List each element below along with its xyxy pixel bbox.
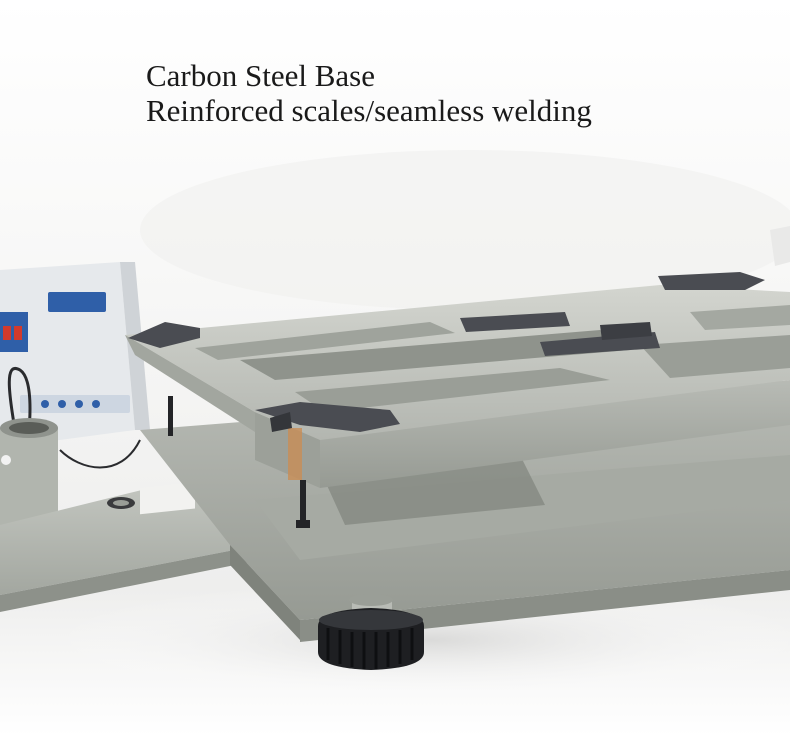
cable (59, 439, 141, 469)
pad (128, 322, 200, 348)
base-arm (0, 476, 260, 612)
pad (540, 332, 660, 356)
caption-title: Carbon Steel Base (146, 58, 376, 93)
feature-caption: Carbon Steel Base Reinforced scales/seam… (146, 58, 592, 128)
caption-subtitle: Reinforced scales/seamless welding (146, 93, 592, 128)
indicator-button (75, 400, 83, 408)
pad (658, 272, 765, 290)
indicator-button (58, 400, 66, 408)
pad (255, 402, 400, 432)
weld-seam (288, 428, 302, 480)
support-bolts (168, 396, 310, 528)
indicator-button (41, 400, 49, 408)
display-window (48, 292, 106, 312)
label-plate (140, 482, 195, 515)
pad (600, 322, 652, 340)
pad (460, 312, 570, 332)
leveling-foot (318, 594, 424, 670)
rubber-pads (128, 272, 765, 432)
indicator-button (92, 400, 100, 408)
weighing-indicator (0, 262, 150, 448)
